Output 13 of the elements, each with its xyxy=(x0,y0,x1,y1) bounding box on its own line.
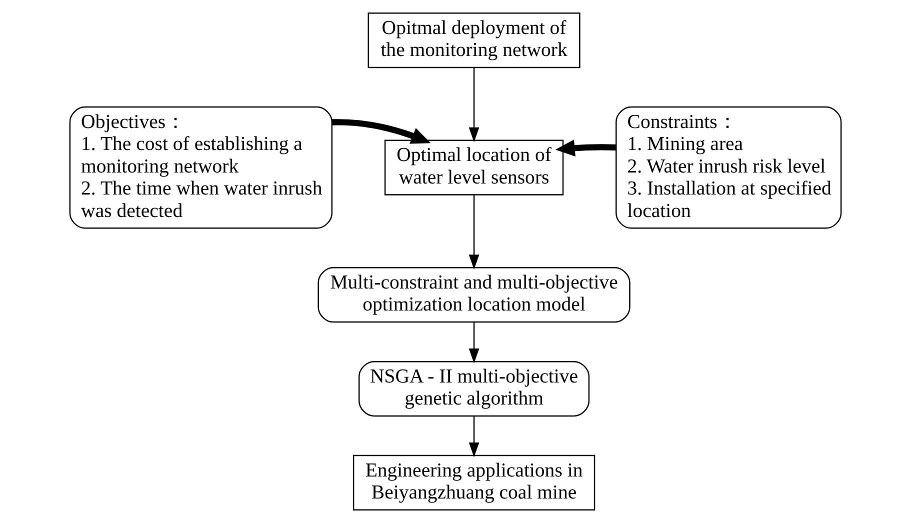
arrow xyxy=(468,322,479,364)
node-box: NSGA - II multi-objective genetic algorithm xyxy=(358,360,590,417)
node-box: Engineering applications in Beiyangzhuang coal mine xyxy=(352,454,595,510)
node-box: Multi-constraint and multi-objective optimization location model xyxy=(317,267,630,323)
node-box: Optimal location of water level sensors xyxy=(384,140,564,196)
node-box: Objectives： 1. The cost of establishing a monitoring network 2. The time when water inrush was detected xyxy=(68,106,332,229)
node-box: Opitmal deployment of the monitoring network xyxy=(367,12,580,68)
arrow xyxy=(332,119,430,144)
arrow xyxy=(554,140,616,157)
arrow xyxy=(468,195,479,270)
arrow xyxy=(468,68,479,142)
arrow xyxy=(468,416,479,458)
node-box: Constraints： 1. Mining area 2. Water inrush risk level 3. Installation at specified location xyxy=(615,106,842,229)
